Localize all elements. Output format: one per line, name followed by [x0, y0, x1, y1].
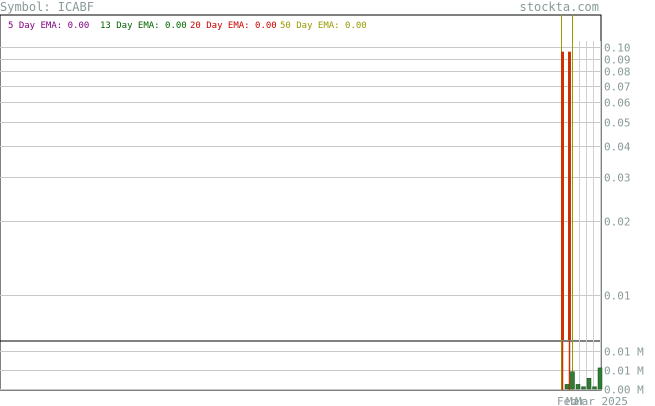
price-tick-label: 0.01: [604, 290, 631, 303]
price-tick-label: 0.02: [604, 216, 631, 229]
price-axis-ticks: 0.100.090.08 0.07 0.06 0.05 0.04 0.03 0.02 0.01: [604, 42, 631, 303]
price-tick-label: 0.05: [604, 117, 631, 130]
legend-ema-20: 20 Day EMA: 0.00: [190, 21, 277, 31]
vertical-gridlines: [579, 41, 601, 390]
site-watermark[interactable]: stockta.com: [520, 0, 599, 14]
price-tick-label: 0.09: [604, 54, 631, 67]
price-tick-label: 0.06: [604, 97, 631, 110]
volume-tick-label: 0.00 M: [604, 384, 644, 397]
volume-bar: [570, 371, 575, 390]
volume-bar: [575, 384, 581, 390]
legend-ema-50: 50 Day EMA: 0.00: [280, 21, 367, 31]
price-bar: [561, 51, 564, 340]
volume-axis-ticks: 0.01 M 0.01 M 0.00 M: [604, 346, 644, 397]
volume-bar: [586, 378, 592, 390]
legend-ema-13: 13 Day EMA: 0.00: [100, 21, 187, 31]
volume-bar: [597, 367, 603, 390]
x-axis-label: Mar 2025: [575, 395, 628, 406]
volume-bars: [564, 367, 603, 390]
ema-legend: 5 Day EMA: 0.00 13 Day EMA: 0.00 20 Day …: [8, 21, 367, 31]
volume-bar: [581, 386, 586, 390]
volume-bar: [592, 386, 597, 390]
price-tick-label: 0.04: [604, 141, 631, 154]
price-tick-label: 0.08: [604, 66, 631, 79]
legend-ema-5: 5 Day EMA: 0.00: [8, 21, 89, 31]
price-tick-label: 0.03: [604, 172, 631, 185]
price-tick-label: 0.07: [604, 81, 631, 94]
symbol-title: Symbol: ICABF: [0, 0, 94, 14]
price-bars: [561, 51, 571, 390]
price-bar: [568, 51, 571, 340]
price-tick-label: 0.10: [604, 42, 631, 55]
volume-panel-frame: [0, 340, 602, 391]
x-axis-label: Mar: [566, 395, 586, 406]
price-gridlines: [0, 47, 601, 296]
volume-tick-label: 0.01 M: [604, 346, 644, 359]
volume-tick-label: 0.01 M: [604, 365, 644, 378]
volume-gridlines: [0, 351, 601, 390]
volume-bar: [564, 384, 570, 390]
x-axis-label: Feb: [557, 395, 577, 406]
